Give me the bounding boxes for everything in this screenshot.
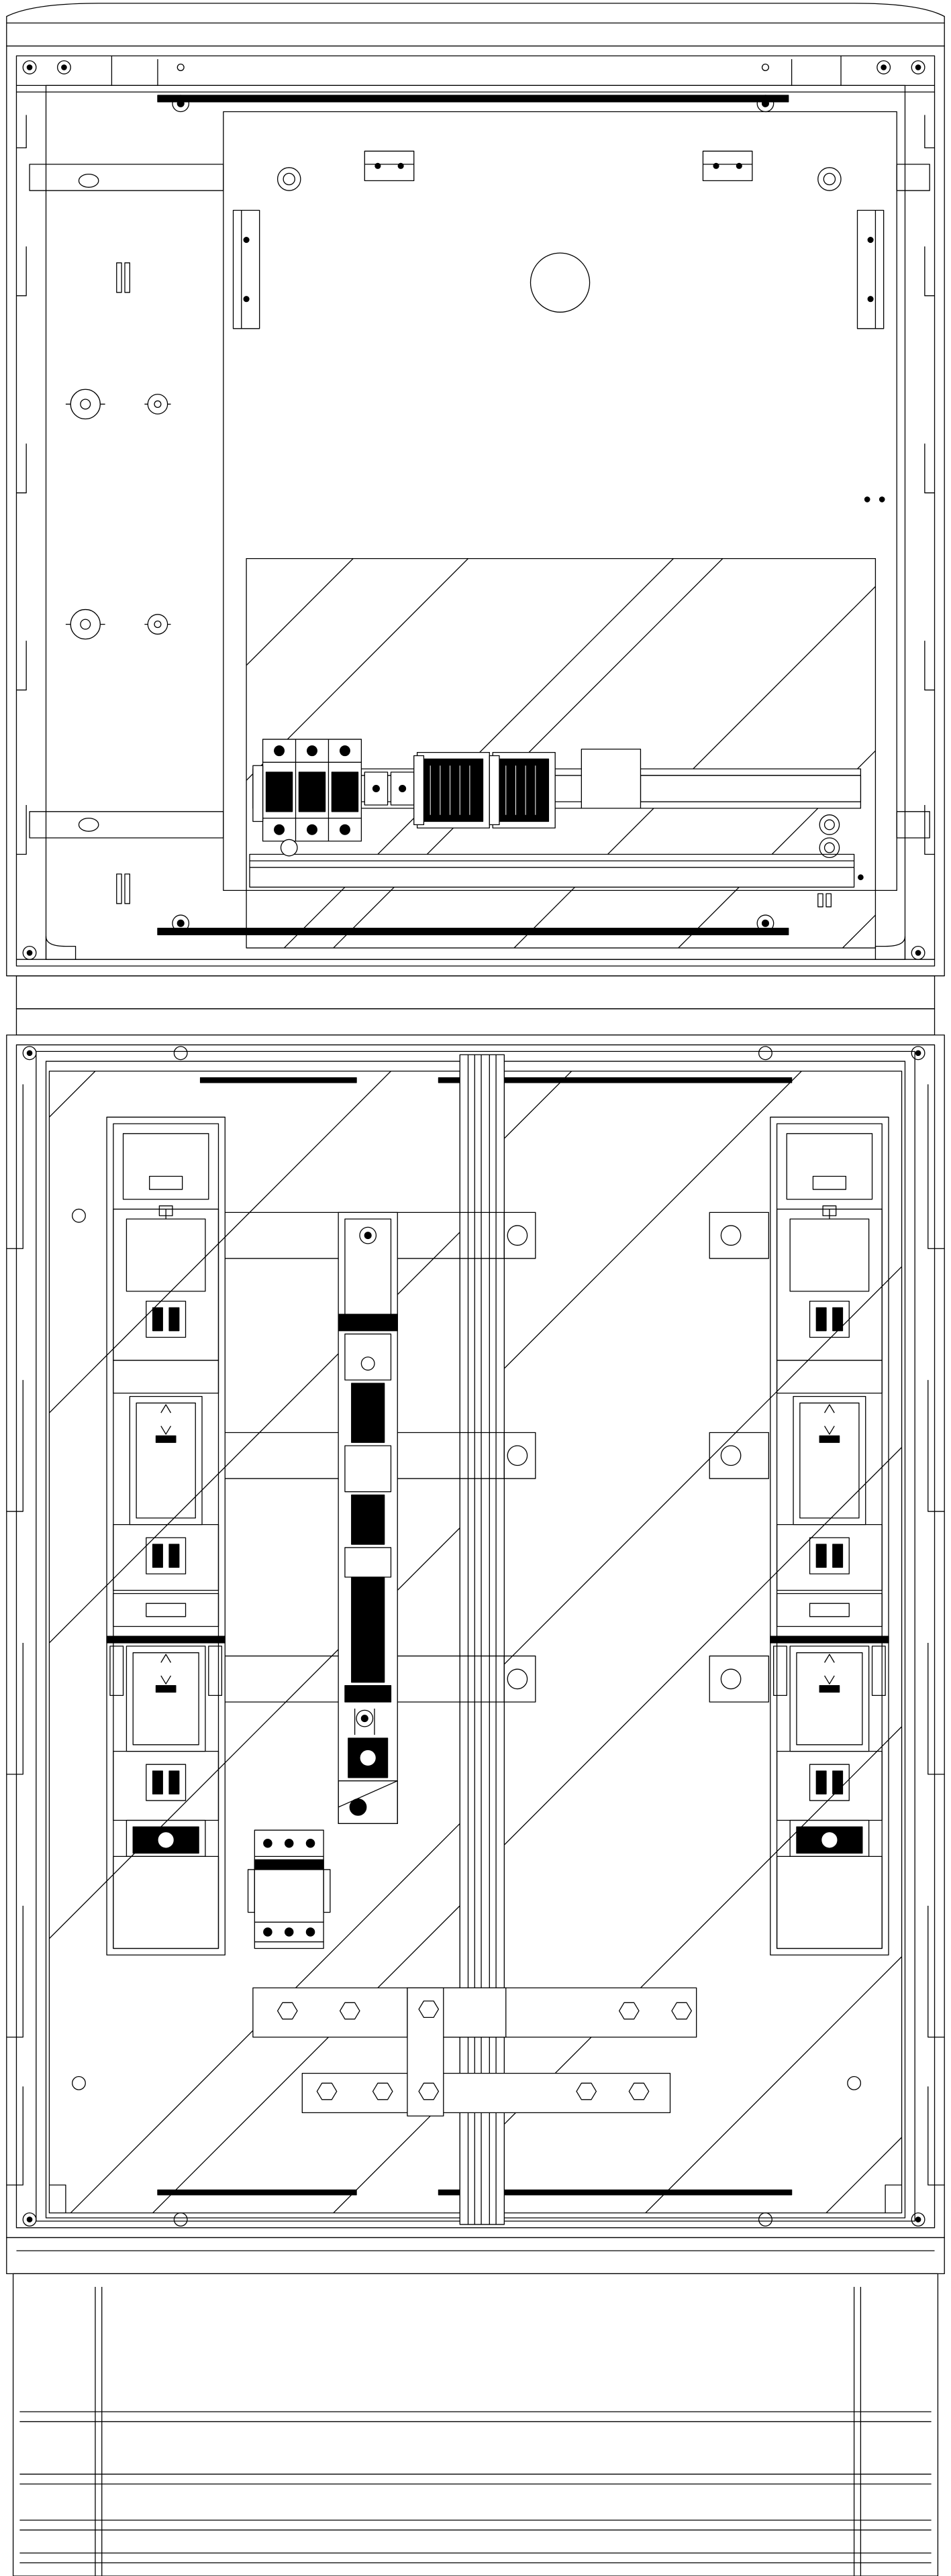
busbar-upper xyxy=(253,1988,697,2037)
center-fuse-rail xyxy=(338,1212,397,1823)
plinth xyxy=(7,2238,944,2576)
upper-section xyxy=(7,3,951,985)
middle-band xyxy=(16,976,934,1035)
busbar-connector xyxy=(407,1988,444,2116)
right-fuse-switch-disconnector xyxy=(769,1116,890,1956)
lower-section xyxy=(7,1035,951,2238)
surge-protector xyxy=(248,1830,330,1948)
left-fuse-switch-disconnector xyxy=(105,1116,226,1956)
upper-glass-window xyxy=(246,559,875,948)
busbar-lower xyxy=(302,2074,670,2113)
din-rail-assembly xyxy=(253,739,861,841)
center-door-hinge xyxy=(460,1055,504,2224)
miniature-circuit-breaker-group xyxy=(253,739,362,841)
terminal-block-2 xyxy=(489,753,555,828)
terminal-block-1 xyxy=(414,753,490,828)
